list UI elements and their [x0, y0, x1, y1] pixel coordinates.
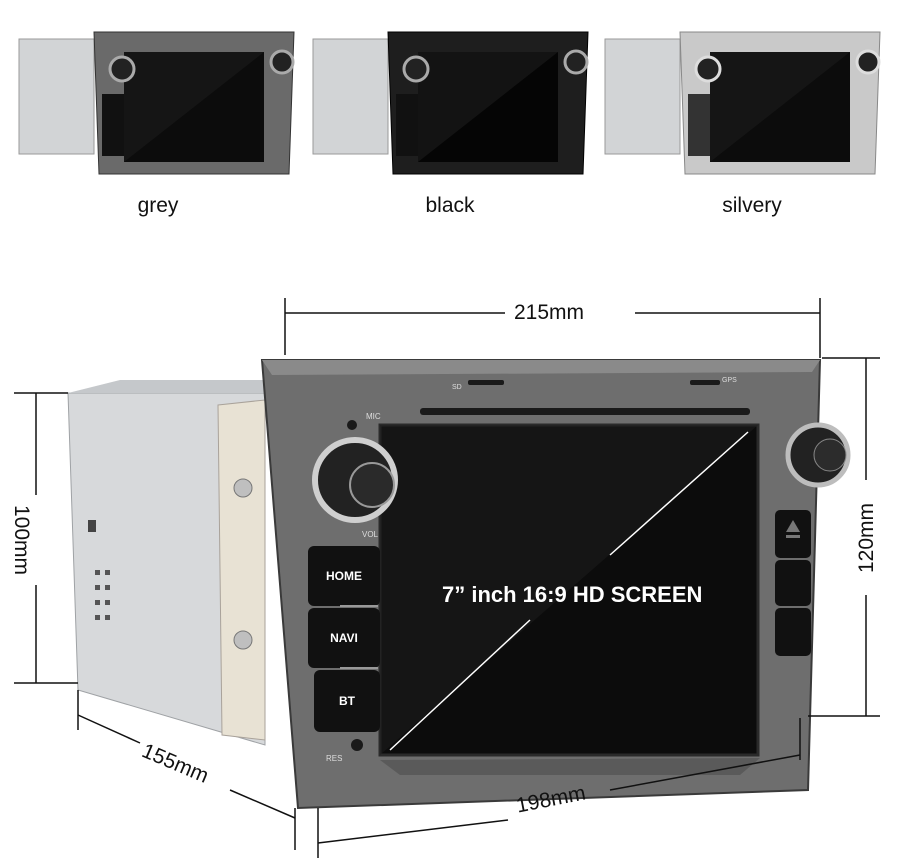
- res-label: RES: [326, 754, 343, 763]
- home-button-shape: [308, 546, 380, 606]
- volume-knob: [312, 437, 398, 523]
- mic-label: MIC: [366, 412, 381, 421]
- variant-label-grey: grey: [137, 194, 179, 217]
- dim-width-top: 215mm: [514, 301, 585, 324]
- variant-silvery: [600, 24, 890, 184]
- navi-button-shape: [308, 608, 380, 668]
- variant-black: [308, 24, 598, 184]
- right-knob: [785, 422, 851, 488]
- variant-label-black: black: [425, 194, 475, 217]
- reset-hole: [351, 739, 363, 751]
- vol-label: VOL: [362, 530, 379, 539]
- band-button: [775, 560, 811, 606]
- metal-chassis: [67, 380, 266, 746]
- navi-button-label: NAVI: [330, 631, 358, 645]
- dim-height-left: 100mm: [10, 504, 34, 576]
- variant-grey: [14, 24, 304, 184]
- bt-button-label: BT: [339, 694, 355, 708]
- gps-label: GPS: [722, 377, 737, 384]
- unit-silvery-image: [604, 31, 881, 175]
- dimension-lines: [14, 298, 880, 858]
- diagonal-marker: [389, 619, 531, 751]
- dvd-button: [775, 608, 811, 656]
- dim-height-right: 120mm: [855, 502, 879, 574]
- gps-slot: [690, 380, 720, 385]
- sd-slot: [468, 380, 504, 385]
- unit-black-image: [312, 31, 589, 175]
- disc-slot: [420, 408, 750, 415]
- variant-label-silvery: silvery: [722, 194, 782, 217]
- unit-grey-image: [18, 31, 295, 175]
- screen-caption: 7” inch 16:9 HD SCREEN: [442, 582, 703, 607]
- mic-hole: [347, 420, 357, 430]
- eject-button: [775, 510, 811, 558]
- sd-label: SD: [452, 384, 462, 391]
- home-button-label: HOME: [326, 569, 362, 583]
- bt-button-shape: [314, 670, 380, 732]
